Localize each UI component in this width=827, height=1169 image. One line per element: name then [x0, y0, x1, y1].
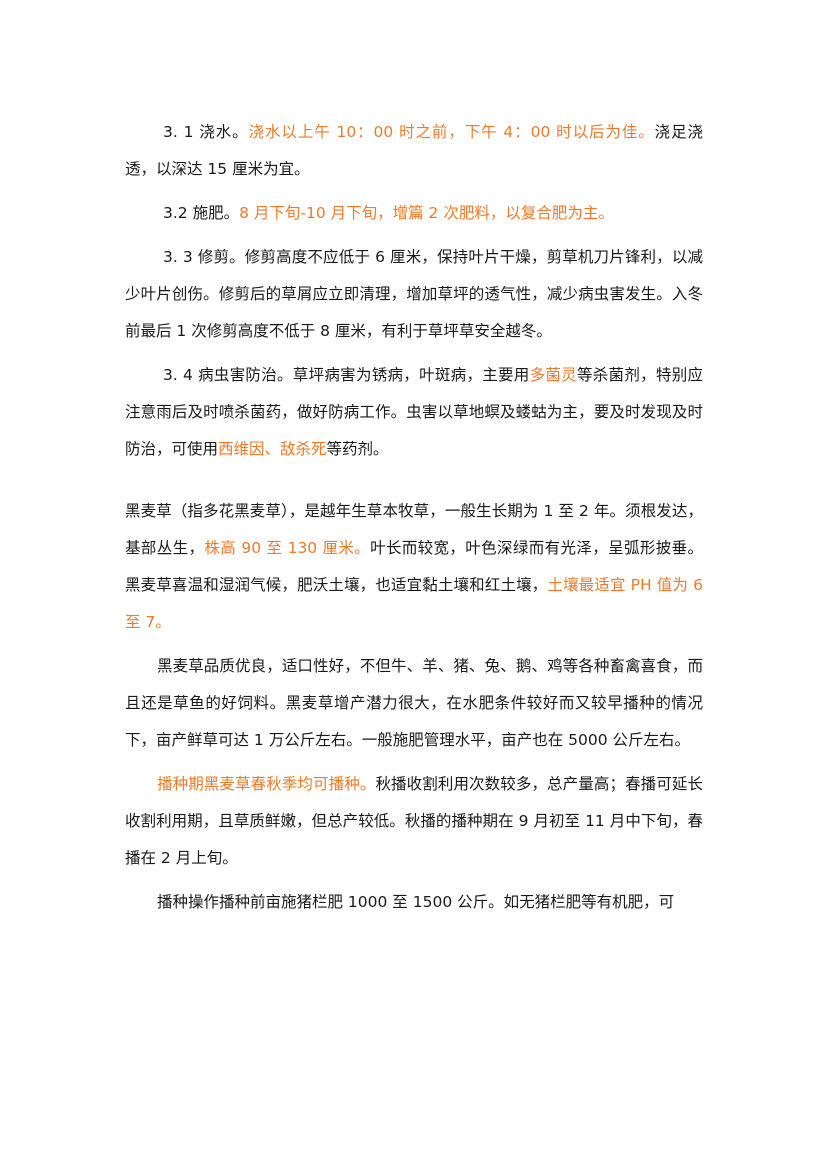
highlighted-run: 多菌灵: [529, 366, 577, 384]
paragraph-watering: 3. 1 浇水。浇水以上午 10：00 时之前，下午 4：00 时以后为佳。浇足…: [125, 114, 703, 188]
run: 等药剂。: [326, 440, 389, 458]
document-page: 3. 1 浇水。浇水以上午 10：00 时之前，下午 4：00 时以后为佳。浇足…: [125, 114, 703, 921]
paragraph-ryegrass-intro: 黑麦草（指多花黑麦草），是越年生草本牧草，一般生长期为 1 至 2 年。须根发达…: [125, 493, 703, 641]
run: 3. 3 修剪。修剪高度不应低于 6 厘米，保持叶片干燥，剪草机刀片锋利，以减少…: [125, 248, 703, 340]
paragraph-ryegrass-quality: 黑麦草品质优良，适口性好，不但牛、羊、猪、兔、鹅、鸡等各种畜禽喜食，而且还是草鱼…: [125, 648, 703, 759]
paragraph-fertilizing: 3.2 施肥。8 月下旬-10 月下旬，增篇 2 次肥料，以复合肥为主。: [125, 195, 703, 232]
highlighted-run: 浇水以上午 10：00 时之前，下午 4：00 时以后为佳。: [248, 123, 655, 141]
highlighted-run: 株高 90 至 130 厘米。: [204, 539, 371, 557]
paragraph-sowing-operation: 播种操作播种前亩施猪栏肥 1000 至 1500 公斤。如无猪栏肥等有机肥，可: [125, 884, 703, 921]
run: 等杀菌剂，特别应注意雨后及时喷杀菌药，做好防病工作。虫害以草地螟及蝼蛄为主，要及…: [125, 366, 703, 458]
run: 秋播收割利用次数较多，总产量高；春播可延长收割利用期，且草质鲜嫩，但总产较低。秋…: [125, 775, 703, 867]
run: 3.2 施肥。: [163, 204, 240, 222]
paragraph-sowing-period: 播种期黑麦草春秋季均可播种。秋播收割利用次数较多，总产量高；春播可延长收割利用期…: [125, 766, 703, 877]
run: 浇足浇透，以深达 15 厘米为宜。: [125, 123, 703, 178]
highlighted-run: 播种期黑麦草春秋季均可播种。: [157, 775, 376, 793]
run: 黑麦草品质优良，适口性好，不但牛、羊、猪、兔、鹅、鸡等各种畜禽喜食，而且还是草鱼…: [125, 657, 703, 749]
run: 播种操作播种前亩施猪栏肥 1000 至 1500 公斤。如无猪栏肥等有机肥，可: [157, 893, 675, 911]
run: 3. 1 浇水。: [163, 123, 249, 141]
highlighted-run: 8 月下旬-10 月下旬，增篇 2 次肥料，以复合肥为主。: [239, 204, 614, 222]
paragraph-mowing: 3. 3 修剪。修剪高度不应低于 6 厘米，保持叶片干燥，剪草机刀片锋利，以减少…: [125, 239, 703, 350]
highlighted-run: 土壤最适宜 PH 值为 6 至 7。: [125, 576, 703, 631]
run: 3. 4 病虫害防治。草坪病害为锈病，叶斑病，主要用: [163, 366, 530, 384]
paragraph-pest-control: 3. 4 病虫害防治。草坪病害为锈病，叶斑病，主要用多菌灵等杀菌剂，特别应注意雨…: [125, 357, 703, 468]
run: 叶长而较宽，叶色深绿而有光泽，呈弧形披垂。黑麦草喜温和湿润气候，肥沃土壤，也适宜…: [125, 539, 703, 594]
highlighted-run: 西维因、敌杀死: [218, 440, 327, 458]
run: 黑麦草（指多花黑麦草），是越年生草本牧草，一般生长期为 1 至 2 年。须根发达…: [125, 502, 703, 557]
